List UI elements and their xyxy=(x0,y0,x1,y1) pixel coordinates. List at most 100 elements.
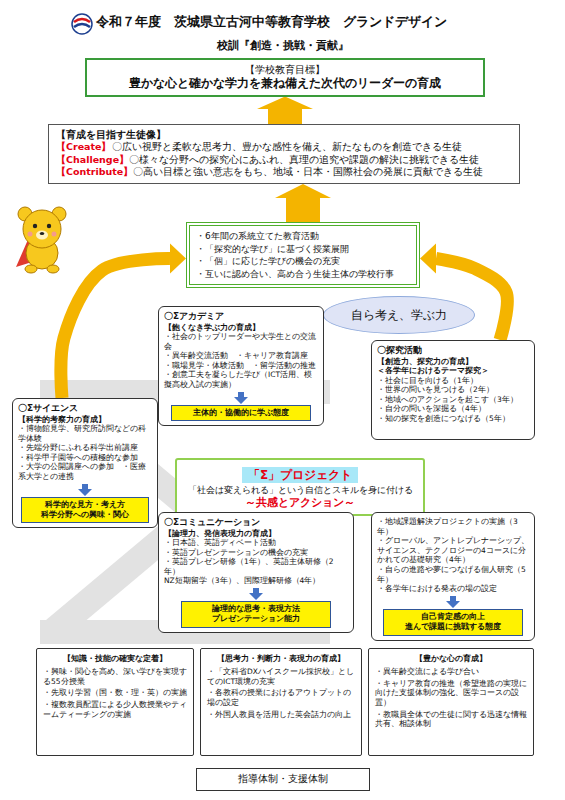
text-line: ・先取り学習（国・数・理・英）の実施 xyxy=(43,688,187,698)
text-line: ・先端分野にふれる科学出前講座 xyxy=(18,443,152,453)
label-text: ・自分の問いを深掘る（4年） xyxy=(377,404,529,414)
result-box: 論理的な思考・表現方法プレゼンテーション能力 xyxy=(181,601,331,628)
label-text: ・科学甲子園等への積極的な参加 xyxy=(18,453,152,463)
goal-box: 【学校教育目標】豊かな心と確かな学力を兼ね備えた次代のリーダーの育成 xyxy=(85,58,485,97)
text-line: ・複数教員配置による少人数授業やティームティーチングの実施 xyxy=(43,700,187,719)
down-arrow xyxy=(78,484,92,496)
thinking-box: 【思考力・判断力・表現力の育成】・「文科省DXハイスクール採択校」としてのICT… xyxy=(200,648,362,756)
text-line: ・各学年における発表の場の設定 xyxy=(377,584,529,594)
result-box: 主体的・協働的に学ぶ態度 xyxy=(171,405,311,421)
text-line: ・6年間の系統立てた教育活動 xyxy=(196,230,410,243)
label-text: ・地域課題解決プロジェクトの実施（3年） xyxy=(377,517,529,536)
child-slot: 論理的な思考・表現方法プレゼンテーション能力 xyxy=(164,588,348,628)
text-line: ・英語プレゼンテーションの機会の充実 xyxy=(164,548,348,558)
child-slot: 自己肯定感の向上進んで課題に挑戦する態度 xyxy=(377,596,529,636)
label-text: ・「個」に応じた学びの機会の充実 xyxy=(196,255,410,268)
label-text: 〇様々な分野への探究心にあふれ、真理の追究や課題の解決に挑戦できる生徒 xyxy=(129,154,479,165)
label-text: 〇広い視野と柔軟な思考力、豊かな感性を備え、新たなものを創造できる生徒 xyxy=(112,141,462,152)
text-line: 【Create】〇広い視野と柔軟な思考力、豊かな感性を備え、新たなものを創造でき… xyxy=(56,141,512,153)
text-line: ・創意工夫を凝らした学び（ICT活用、模擬高校入試の実施） xyxy=(164,370,318,389)
text-line: ・社会のトップリーダーや大学生との交流会 xyxy=(164,332,318,351)
child-slot: 主体的・協働的に学ぶ態度 xyxy=(164,392,318,421)
support-bar: 指導体制・支援体制 xyxy=(196,768,370,791)
text-line: プレゼンテーション能力 xyxy=(185,614,327,624)
text-line: ・社会に目を向ける（1年） xyxy=(377,376,529,386)
label-text: ・異年齢交流による学び合い xyxy=(375,667,527,677)
label-text: ・知の探究を創造につなげる（5年） xyxy=(377,414,529,424)
label-text: 【思考力・判断力・表現力の育成】 xyxy=(207,654,355,664)
text-line: ・自らの進路や夢につなげる個人研究（5年） xyxy=(377,565,529,584)
science-box: 〇Σサイエンス【科学的考察力の育成】・博物館見学、研究所訪問などの科学体験・先端… xyxy=(12,398,158,528)
text-line: 進んで課題に挑戦する態度 xyxy=(387,622,519,632)
communication-box: 〇Σコミュニケーション【論理力、発信表現力の育成】・日本語、英語ディベート活動・… xyxy=(158,512,354,633)
text-line: 【Contribute】〇高い目標と強い意志をもち、地域・日本・国際社会の発展に… xyxy=(56,166,512,178)
label-text: ・日本語、英語ディベート活動 xyxy=(164,538,348,548)
text-line: 【飽くなき学ぶ力の育成】 xyxy=(164,323,318,333)
label-text: 【学校教育目標】 xyxy=(90,63,480,76)
label-text: 主体的・協働的に学ぶ態度 xyxy=(175,408,307,418)
label-text: 【Create】 xyxy=(56,141,112,152)
academia-box: 〇Σアカデミア【飽くなき学ぶ力の育成】・社会のトップリーダーや大学生との交流会・… xyxy=(158,306,324,426)
text-line: 【論理力、発信表現力の育成】 xyxy=(164,529,348,539)
label-text: 自己肯定感の向上 xyxy=(387,612,519,622)
text-line: ・互いに認め合い、高め合う生徒主体の学校行事 xyxy=(196,268,410,281)
text-line: ・興味・関心を高め、深い学びを実現する55分授業 xyxy=(43,667,187,686)
label-text: 【創造力、探究力の育成】 xyxy=(377,357,529,367)
label-text: 〇Σコミュニケーション xyxy=(164,517,348,529)
label-text: 〇Σサイエンス xyxy=(18,403,152,415)
block-arrow xyxy=(257,97,313,124)
text-line: ・異年齢交流による学び合い xyxy=(375,667,527,677)
label-text: 【Challenge】 xyxy=(56,154,129,165)
text-line: ・「文科省DXハイスクール採択校」としてのICT環境の充実 xyxy=(207,667,355,686)
text-line: ・英語プレゼン研修（1年）、英語主体研修（2年） xyxy=(164,557,348,576)
knowledge-box: 【知識・技能の確実な定着】・興味・関心を高め、深い学びを実現する55分授業・先取… xyxy=(36,648,194,756)
label-text: ・博物館見学、研究所訪問などの科学体験 xyxy=(18,424,152,443)
mascot-bear xyxy=(16,207,66,273)
text-line: ＜各学年におけるテーマ探究＞ xyxy=(377,366,529,376)
label-text: NZ短期留学（3年）、国際理解研修（4年） xyxy=(164,576,348,586)
text-line: ・「個」に応じた学びの機会の充実 xyxy=(196,255,410,268)
project-box: 「Σ」プロジェクト「社会は変えられる」という自信とスキルを身に付ける～共感とアク… xyxy=(175,458,425,516)
school-logo xyxy=(72,14,92,34)
text-line: 主体的・協働的に学ぶ態度 xyxy=(175,408,307,418)
text-line: ・キャリア教育の推進（希望進路の実現に向けた支援体制の強化、医学コースの設置） xyxy=(375,679,527,708)
student-image-box: 【育成を目指す生徒像】【Create】〇広い視野と柔軟な思考力、豊かな感性を備え… xyxy=(48,124,520,184)
label-text: ・キャリア教育の推進（希望進路の実現に向けた支援体制の強化、医学コースの設置） xyxy=(375,679,527,708)
label-text: ・教職員全体での生徒に関する迅速な情報共有、相談体制 xyxy=(375,710,527,729)
text-line: ・博物館見学、研究所訪問などの科学体験 xyxy=(18,424,152,443)
text-line: ・異年齢交流活動 ・キャリア教育講座 xyxy=(164,351,318,361)
label-text: ・「文科省DXハイスクール採択校」としてのICT環境の充実 xyxy=(207,667,355,686)
arrow-head xyxy=(420,244,436,274)
label-text: ・地域へのアクションを起こす（3年） xyxy=(377,395,529,405)
label-text: ・職場見学・体験活動 ・留学活動の推進 xyxy=(164,361,318,371)
text-line: ・科学甲子園等への積極的な参加 xyxy=(18,453,152,463)
label-text: ・異年齢交流活動 ・キャリア教育講座 xyxy=(164,351,318,361)
text-line: 「社会は変えられる」という自信とスキルを身に付ける xyxy=(180,485,420,496)
text-line: ・地域へのアクションを起こす（3年） xyxy=(377,395,529,405)
text-line: ・自分の問いを深掘る（4年） xyxy=(377,404,529,414)
label-text: 科学分野への興味・関心 xyxy=(25,510,145,520)
text-line: 【育成を目指す生徒像】 xyxy=(56,129,512,141)
text-line: 自ら考え、学ぶ力 xyxy=(351,308,447,323)
motto-label: 校訓『創造・挑戦・貢献』 xyxy=(0,38,565,53)
label-text: ・社会に目を向ける（1年） xyxy=(377,376,529,386)
label-text: 科学的な見方・考え方 xyxy=(25,500,145,510)
text-line: ・日本語、英語ディベート活動 xyxy=(164,538,348,548)
label-text: ・先取り学習（国・数・理・英）の実施 xyxy=(43,688,187,698)
down-arrow xyxy=(249,588,263,600)
label-text: ・世界の問いを見つける（2年） xyxy=(377,385,529,395)
text-line: NZ短期留学（3年）、国際理解研修（4年） xyxy=(164,576,348,586)
flow-arrow xyxy=(257,97,313,124)
text-line: ・「探究的な学び」に基づく授業展開 xyxy=(196,243,410,256)
label-text: ・各教科の授業におけるアウトプットの場の設定 xyxy=(207,688,355,707)
text-line: 指導体制・支援体制 xyxy=(201,773,365,786)
text-line: 豊かな心と確かな学力を兼ね備えた次代のリーダーの育成 xyxy=(90,76,480,92)
label-text: 〇Σアカデミア xyxy=(164,311,318,323)
text-line: 【豊かな心の育成】 xyxy=(375,654,527,664)
label-text: プレゼンテーション能力 xyxy=(185,614,327,624)
text-line: ～共感とアクション～ xyxy=(180,496,420,511)
label-text: ・「探究的な学び」に基づく授業展開 xyxy=(196,243,410,256)
label-text: 【飽くなき学ぶ力の育成】 xyxy=(164,323,318,333)
